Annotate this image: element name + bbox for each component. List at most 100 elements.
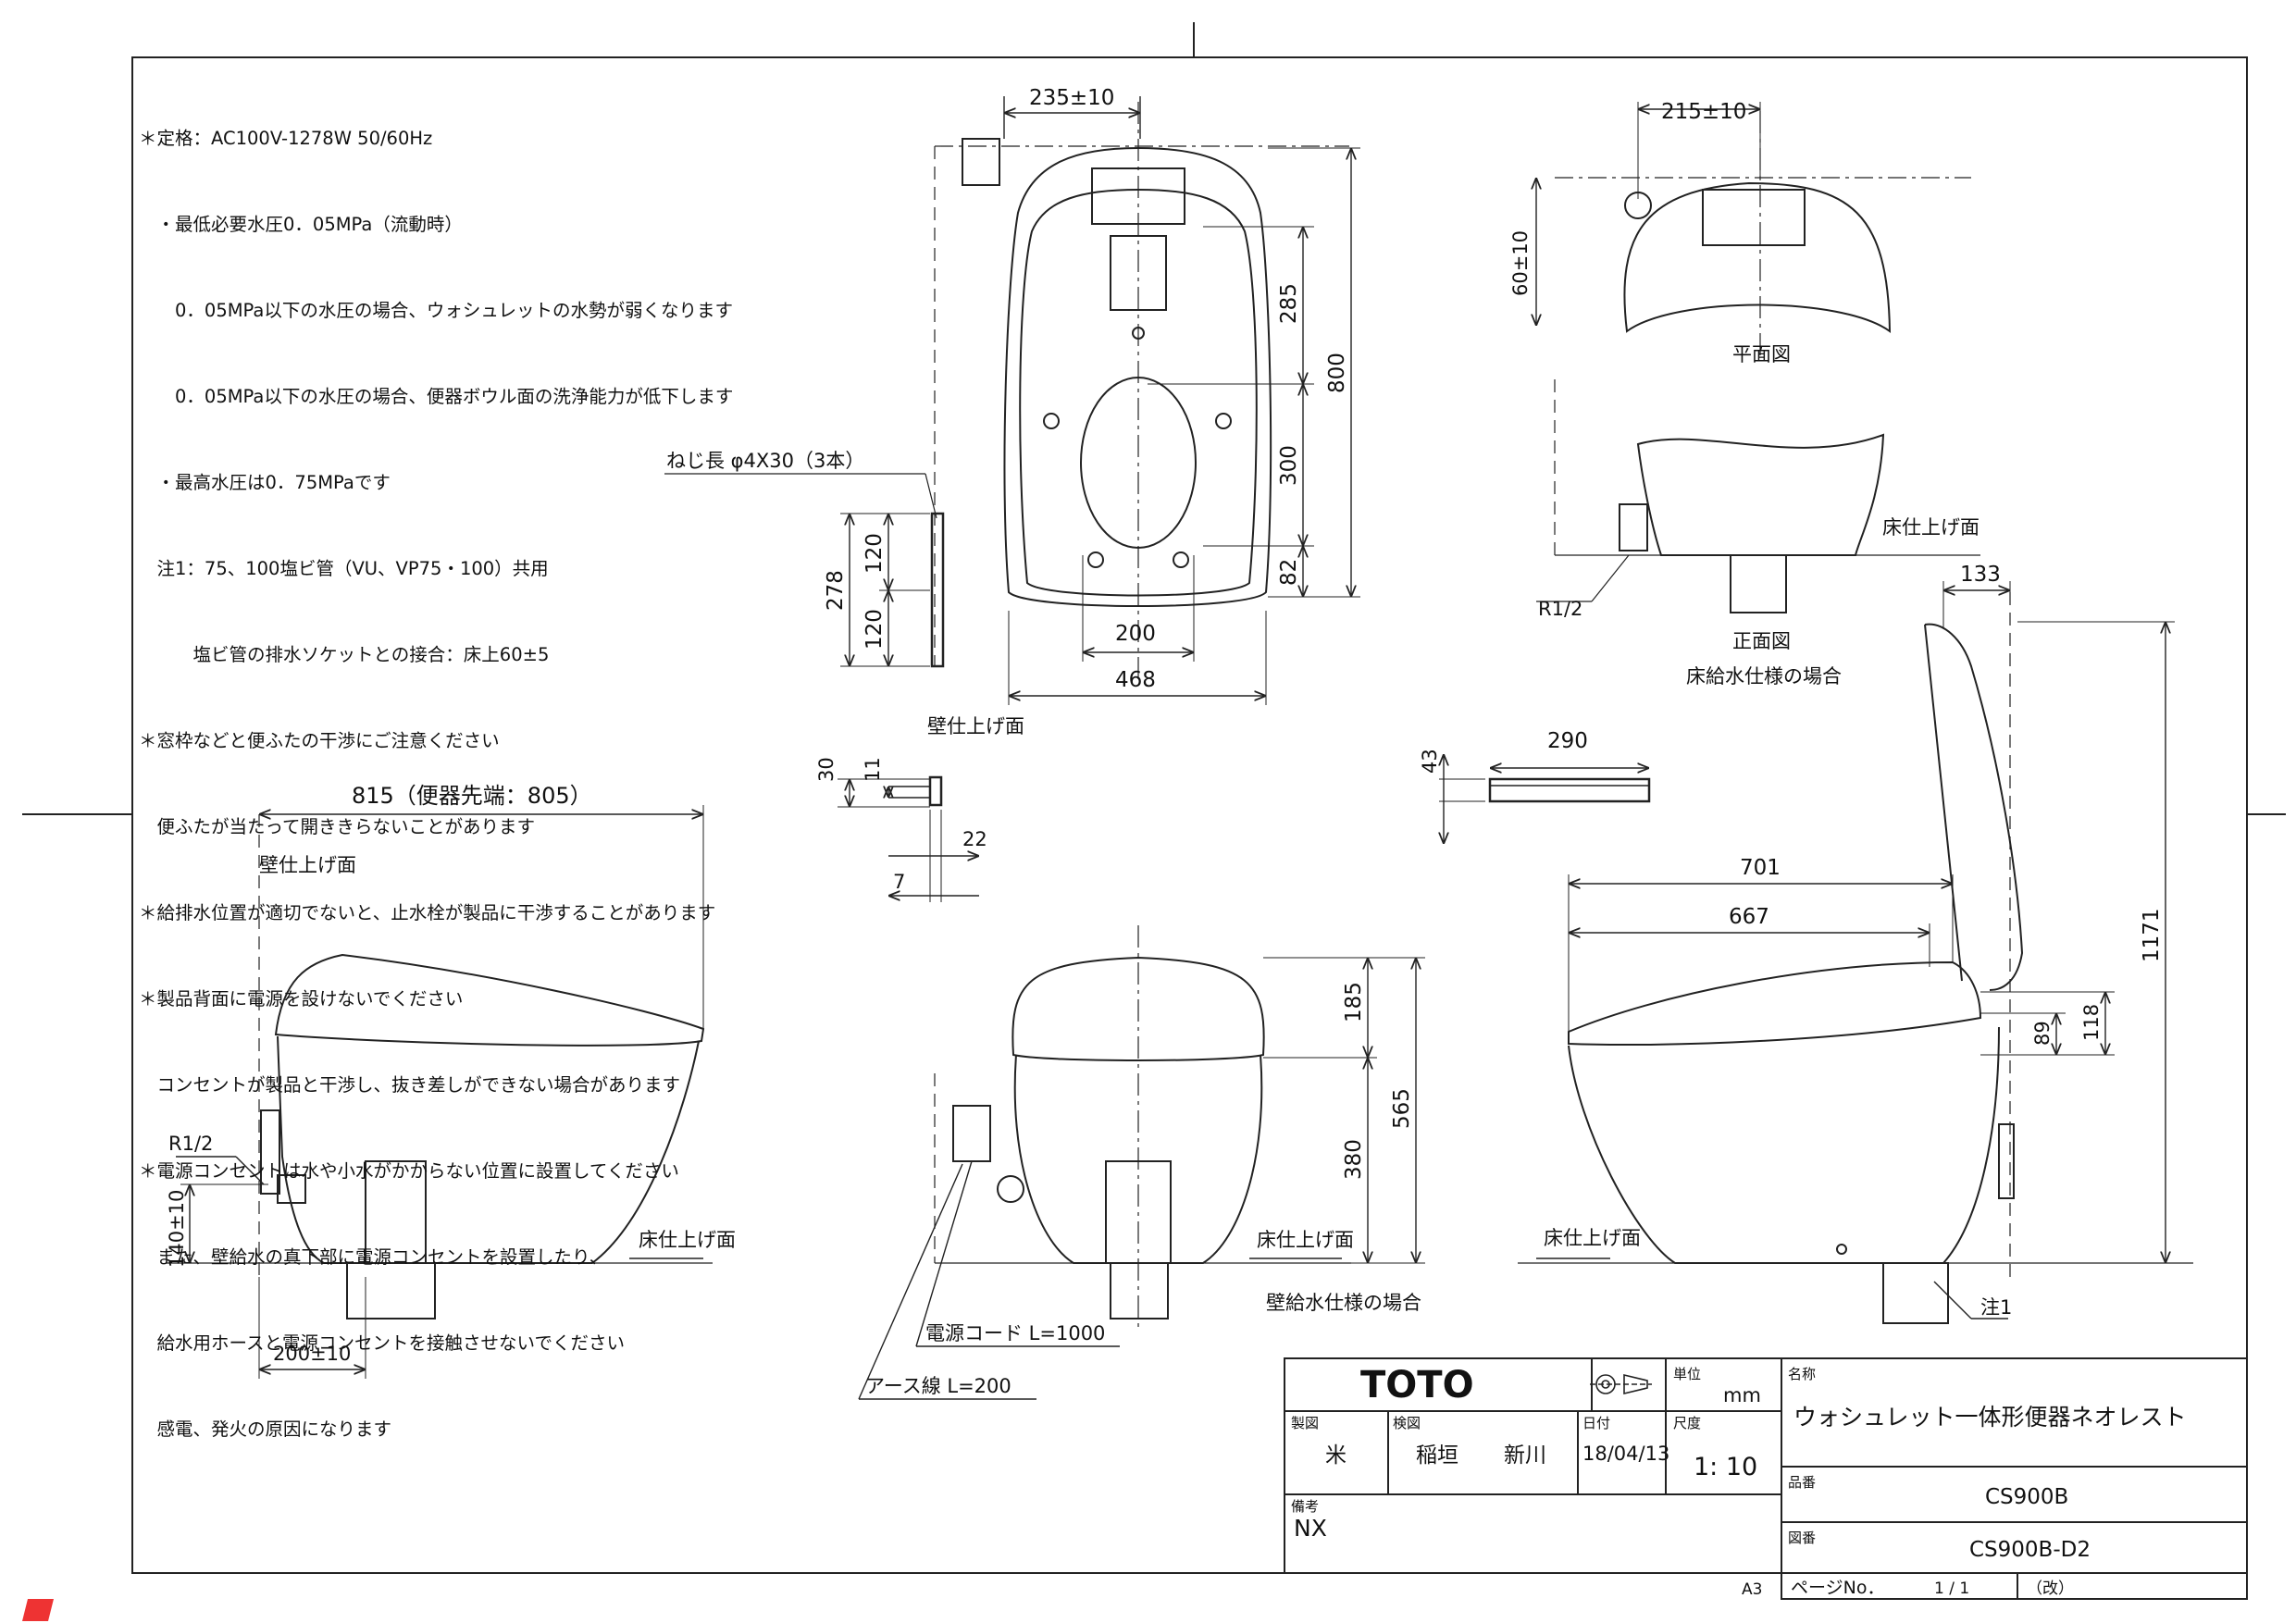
floor-finish-label-top: 床仕上げ面 bbox=[1882, 516, 1980, 539]
date-value: 18/04/13 bbox=[1582, 1443, 1669, 1465]
dim-120-a: 120 bbox=[863, 533, 887, 574]
drawn-label: 製図 bbox=[1291, 1415, 1319, 1431]
general-notes: ＊定格：AC100V-1278W 50/60Hz ・最低必要水圧0．05MPa（… bbox=[139, 67, 733, 1472]
dim-140: 140±10 bbox=[166, 1190, 188, 1268]
remarks-value: NX bbox=[1294, 1515, 1327, 1542]
date-label: 日付 bbox=[1582, 1415, 1610, 1431]
product-name: ウォシュレット一体形便器ネオレスト bbox=[1793, 1404, 2187, 1431]
right-side-dimensions bbox=[1536, 581, 2175, 1319]
dim-1171: 1171 bbox=[2140, 908, 2164, 962]
dim-565: 565 bbox=[1390, 1088, 1414, 1129]
dim-120-b: 120 bbox=[863, 609, 887, 650]
left-side-view bbox=[167, 814, 713, 1319]
dim-468: 468 bbox=[1115, 668, 1156, 692]
drawing-label: 図番 bbox=[1788, 1530, 1816, 1546]
note-line: ・最高水圧は0．75MPaです bbox=[139, 472, 391, 493]
wall-finish-label-left: 壁仕上げ面 bbox=[259, 854, 356, 876]
checked-value-1: 稲垣 bbox=[1416, 1443, 1458, 1468]
note-line: また、壁給水の真下部に電源コンセントを設置したり、 bbox=[139, 1246, 608, 1268]
part-label: 品番 bbox=[1788, 1474, 1816, 1491]
dim-7: 7 bbox=[893, 871, 905, 893]
note-line: 0．05MPa以下の水圧の場合、ウォシュレットの水勢が弱くなります bbox=[139, 300, 733, 321]
r12-label-left: R1/2 bbox=[168, 1133, 213, 1155]
note-line: 0．05MPa以下の水圧の場合、便器ボウル面の洗浄能力が低下します bbox=[139, 386, 734, 407]
right-side-view bbox=[1518, 592, 2193, 1324]
top-view bbox=[930, 102, 1349, 685]
screw-label: ねじ長 φ4X30（3本） bbox=[666, 450, 864, 472]
checked-label: 検図 bbox=[1393, 1415, 1421, 1431]
note-line: ＊定格：AC100V-1278W 50/60Hz bbox=[139, 128, 433, 149]
dim-300: 300 bbox=[1277, 445, 1301, 486]
dim-800: 800 bbox=[1325, 353, 1349, 393]
note-line: ＊製品背面に電源を設けないでください bbox=[139, 988, 464, 1010]
projection-symbol bbox=[1590, 1373, 1652, 1395]
unit-label: 単位 bbox=[1673, 1366, 1701, 1382]
dim-380: 380 bbox=[1342, 1139, 1366, 1180]
note1-label: 注1 bbox=[1980, 1296, 2012, 1319]
remote-detail bbox=[1439, 754, 1651, 844]
scale-label: 尺度 bbox=[1673, 1415, 1701, 1431]
left-side-dimensions bbox=[176, 805, 704, 1379]
page-label: ページNo． bbox=[1791, 1578, 1884, 1598]
note-line: ＊窓枠などと便ふたの干渉にご注意ください bbox=[139, 730, 500, 751]
title-block-frame bbox=[1284, 1357, 2248, 1600]
front-view-floor-supply bbox=[1536, 379, 1980, 613]
dim-118: 118 bbox=[2080, 1004, 2103, 1041]
earth-wire-label: アース線 L=200 bbox=[865, 1375, 1011, 1397]
dim-133: 133 bbox=[1960, 563, 2001, 587]
note-line: 給水用ホースと電源コンセントを接触させないでください bbox=[139, 1332, 625, 1354]
center-dimensions bbox=[858, 957, 1425, 1400]
revision: （改） bbox=[2027, 1580, 2074, 1598]
dim-82: 82 bbox=[1277, 559, 1301, 586]
dim-60: 60±10 bbox=[1509, 230, 1532, 296]
note-line: 感電、発火の原因になります bbox=[139, 1419, 392, 1440]
power-cord-label: 電源コード L=1000 bbox=[925, 1322, 1105, 1344]
page-value: 1 / 1 bbox=[1934, 1580, 1969, 1598]
top-view-dimensions bbox=[664, 96, 1360, 705]
note-line: 便ふたが当たって開ききらないことがあります bbox=[139, 816, 536, 837]
note-line: 注1：75、100塩ビ管（VU、VP75・100）共用 bbox=[139, 558, 549, 579]
checked-value-2: 新川 bbox=[1504, 1443, 1546, 1468]
dim-22: 22 bbox=[962, 828, 987, 850]
dim-200-b: 200±10 bbox=[273, 1343, 351, 1365]
unit-value: mm bbox=[1723, 1384, 1761, 1406]
drawn-value: 米 bbox=[1325, 1443, 1347, 1468]
front-view-label: 正面図 bbox=[1732, 630, 1791, 652]
note-line: ・最低必要水圧0．05MPa（流動時） bbox=[139, 214, 463, 235]
dim-30: 30 bbox=[815, 757, 838, 782]
r12-label-top: R1/2 bbox=[1538, 598, 1582, 620]
floor-finish-label-left: 床仕上げ面 bbox=[639, 1229, 736, 1251]
front-view-wall-supply bbox=[934, 925, 1351, 1332]
dim-215: 215±10 bbox=[1661, 100, 1746, 124]
floor-supply-label: 床給水仕様の場合 bbox=[1686, 665, 1842, 688]
dim-185: 185 bbox=[1342, 982, 1366, 1022]
floor-finish-label-right: 床仕上げ面 bbox=[1544, 1227, 1641, 1249]
dim-701: 701 bbox=[1740, 856, 1781, 880]
remarks-label: 備考 bbox=[1291, 1498, 1319, 1515]
note-line: コンセントが製品と干渉し、抜き差しができない場合があります bbox=[139, 1074, 681, 1096]
wall-finish-label-top: 壁仕上げ面 bbox=[927, 715, 1024, 737]
dim-200: 200 bbox=[1115, 622, 1156, 646]
scale-value: 1: 10 bbox=[1694, 1453, 1757, 1481]
note-line: ＊電源コンセントは水や小水がかからない位置に設置してください bbox=[139, 1160, 679, 1182]
plan-view-label: 平面図 bbox=[1732, 343, 1791, 365]
brand-logo: TOTO bbox=[1360, 1364, 1474, 1406]
dim-285: 285 bbox=[1277, 283, 1301, 324]
dim-235: 235±10 bbox=[1029, 86, 1114, 110]
wall-supply-label: 壁給水仕様の場合 bbox=[1266, 1292, 1421, 1314]
corner-logo-icon bbox=[22, 1599, 54, 1621]
dim-11: 11 bbox=[862, 757, 884, 782]
dim-667: 667 bbox=[1729, 905, 1769, 929]
paper-size: A3 bbox=[1742, 1580, 1762, 1599]
note-line: 塩ビ管の排水ソケットとの接合：床上60±5 bbox=[139, 644, 550, 665]
note-line: ＊給排水位置が適切でないと、止水栓が製品に干渉することがあります bbox=[139, 902, 716, 923]
dim-89: 89 bbox=[2031, 1021, 2054, 1046]
part-value: CS900B bbox=[1985, 1485, 2068, 1509]
plan-view bbox=[1536, 102, 1971, 361]
dim-290: 290 bbox=[1547, 729, 1588, 753]
bracket-detail bbox=[838, 775, 979, 902]
floor-finish-label-center: 床仕上げ面 bbox=[1257, 1229, 1354, 1251]
dim-278: 278 bbox=[824, 570, 848, 611]
name-label: 名称 bbox=[1788, 1366, 1816, 1382]
